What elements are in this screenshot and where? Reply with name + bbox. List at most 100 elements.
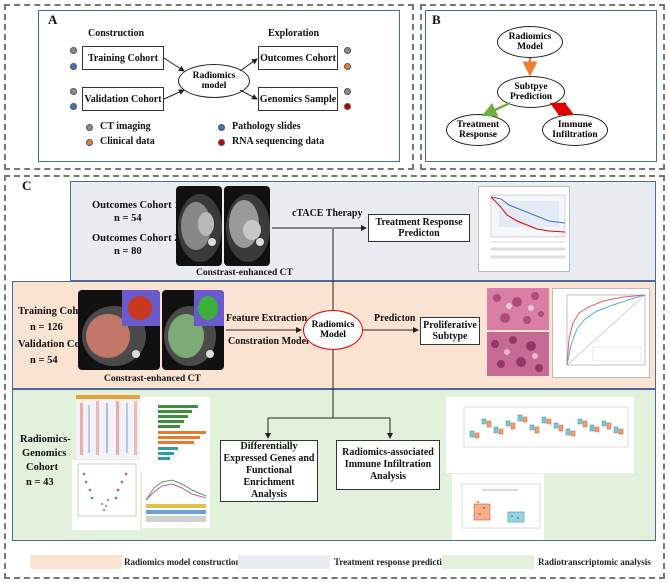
legend-construction-swatch xyxy=(30,555,122,569)
legend-radiotranscriptomic-label: Radiotranscriptomic analysis xyxy=(538,557,651,567)
treatment-response-box: Treatment Response Predicton xyxy=(368,214,470,242)
ct-segmentation-green-graphic xyxy=(164,290,224,366)
gsea-plot xyxy=(142,470,210,528)
outcomes-cohort-1-n: n = 54 xyxy=(114,213,142,224)
heatmap-thumbnail xyxy=(76,395,140,459)
immune-infiltration-box: Radiomics-associated Immune Infiltration… xyxy=(336,440,440,490)
ct-segmentation-red-graphic xyxy=(82,290,160,366)
subtype-prediction-l1: Subtpye xyxy=(514,81,548,92)
treatment-response-l1: Treatment xyxy=(456,119,500,130)
immune-boxplot-graphic xyxy=(446,397,634,473)
volcano-graphic xyxy=(72,460,140,530)
outcomes-dot-gray xyxy=(344,47,351,54)
legend-pathology-dot xyxy=(218,124,225,131)
ct-caption-top: Constrast-enhanced CT xyxy=(196,268,293,278)
predicton-label: Predicton xyxy=(374,313,416,324)
immune-infiltration-l1: Immune xyxy=(557,119,593,130)
enrichment-barplot xyxy=(140,397,210,471)
legend-rna-dot xyxy=(218,139,225,146)
gsea-graphic xyxy=(142,470,210,528)
deg-analysis-box: Differentially Expressed Genes and Funct… xyxy=(220,440,318,502)
radiomics-genomics-l1: Radiomics- xyxy=(20,434,71,445)
genomics-dot-red xyxy=(344,103,351,110)
panel-b xyxy=(420,4,665,170)
km-plot-graphic xyxy=(490,194,566,259)
legend-rna-sequencing: RNA sequencing data xyxy=(232,136,325,147)
validation-cohort-c-n: n = 54 xyxy=(30,355,58,366)
ct-image-outcomes-2 xyxy=(224,186,270,266)
treatment-response-l2: Response xyxy=(458,130,497,140)
panel-a xyxy=(4,4,414,170)
radiomics-model-b-l2: Model xyxy=(517,42,543,52)
immune-boxplot-panel xyxy=(446,397,634,473)
validation-dot-gray xyxy=(70,88,77,95)
legend-clinical-data: Clinical data xyxy=(100,136,155,147)
subtype-prediction-l2: Prediction xyxy=(509,92,553,102)
radiomics-model-a-l2: model xyxy=(201,81,227,91)
km-survival-plot xyxy=(478,186,570,272)
pathology-slide-1 xyxy=(487,288,549,330)
immune-infiltration-l2: Infiltration xyxy=(552,130,598,140)
outcomes-cohort-box: Outcomes Cohort xyxy=(258,46,338,70)
pathology-slide-graphic xyxy=(491,336,543,372)
panel-a-letter: A xyxy=(48,12,58,27)
panel-a-arrows xyxy=(163,57,258,100)
ctace-therapy-label: cTACE Therapy xyxy=(292,208,363,219)
genomics-dot-gray xyxy=(344,88,351,95)
panel-b-arrows xyxy=(481,58,575,117)
heatmap-graphic xyxy=(76,395,140,459)
outcomes-dot-orange xyxy=(344,63,351,70)
radiomics-genomics-n: n = 43 xyxy=(26,477,54,488)
constration-model-label: Constration Model xyxy=(228,336,309,347)
deg-analysis-l4: Analysis xyxy=(250,489,288,500)
immune-score-graphic xyxy=(452,474,544,540)
immune-infiltration-box-l3: Analysis xyxy=(369,471,407,482)
barplot-graphic xyxy=(140,397,210,471)
pathology-slide-2 xyxy=(487,332,549,376)
panel-a-frame xyxy=(38,10,400,162)
radiomics-model-a-l1: Radiomics xyxy=(192,70,236,81)
panel-b-letter: B xyxy=(432,12,441,27)
legend-radiotranscriptomic-swatch xyxy=(442,555,534,569)
feature-extraction-label: Feature Extraction xyxy=(226,313,308,324)
radiomics-genomics-l3: Cohort xyxy=(26,462,59,473)
roc-curve-graphic xyxy=(566,294,646,366)
training-cohort-c: Training Cohort xyxy=(18,306,92,317)
ct-scan-graphic xyxy=(178,194,222,262)
radiomics-model-b-l1: Radiomics xyxy=(508,31,552,42)
treatment-response-box-l2: Predicton xyxy=(398,228,440,239)
legend-treatment-label: Treatment response prediction xyxy=(334,557,452,567)
deg-analysis-l2: Expressed Genes and xyxy=(223,453,315,464)
outcomes-cohort-2-n: n = 80 xyxy=(114,246,142,257)
ct-image-outcomes-1 xyxy=(176,186,222,266)
construction-heading: Construction xyxy=(88,28,145,39)
pathology-slide-graphic xyxy=(493,292,544,324)
legend-pathology-slides: Pathology slides xyxy=(232,121,301,132)
ct-segmented-green xyxy=(162,290,224,370)
ct-scan-graphic xyxy=(226,194,270,262)
validation-cohort-c: Validation Cohort xyxy=(18,339,100,350)
panel-c xyxy=(4,175,665,579)
outcomes-cohort-1: Outcomes Cohort 1 xyxy=(92,200,180,211)
training-cohort-c-n: n = 126 xyxy=(30,322,63,333)
validation-cohort-box: Validation Cohort xyxy=(82,87,164,111)
validation-dot-blue xyxy=(70,103,77,110)
exploration-heading: Exploration xyxy=(268,28,320,39)
radiomics-genomics-l2: Genomics xyxy=(22,448,67,459)
outcomes-cohort-2: Outcomes Cohort 2 xyxy=(92,233,180,244)
legend-ct-dot xyxy=(86,124,93,131)
proliferative-subtype-l1: Proliferative xyxy=(423,319,477,331)
training-dot-gray xyxy=(70,47,77,54)
ct-segmented-red xyxy=(78,290,160,370)
training-cohort-box: Training Cohort xyxy=(82,46,164,70)
proliferative-subtype-l2: Subtype xyxy=(432,331,468,342)
panel-b-frame xyxy=(425,10,657,162)
treatment-response-box-l1: Treatment Response xyxy=(375,216,463,228)
roc-curve-plot xyxy=(552,288,650,378)
